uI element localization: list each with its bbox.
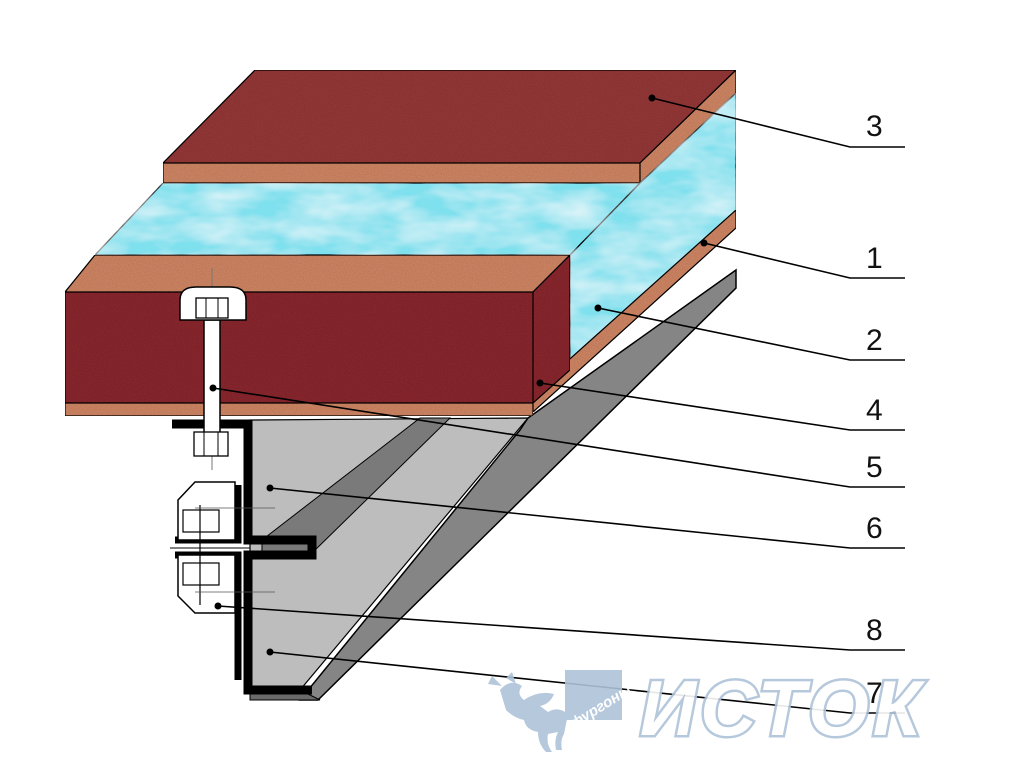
callout-4: 4 xyxy=(866,394,883,427)
callout-5: 5 xyxy=(866,451,883,484)
bottom-nut xyxy=(193,431,229,457)
leader-lines xyxy=(209,94,905,714)
callout-2: 2 xyxy=(866,324,883,357)
bolt-assembly xyxy=(179,268,247,470)
steel-profile xyxy=(172,268,737,701)
callout-6: 6 xyxy=(866,512,883,545)
top-sheet xyxy=(161,69,738,164)
top-plywood-front xyxy=(162,162,641,184)
clamp-assembly xyxy=(170,481,275,614)
deer-icon xyxy=(488,672,568,752)
logo-brand-text: ИСТОК xyxy=(640,664,926,752)
insulation-top xyxy=(93,182,642,256)
lower-block-side xyxy=(532,253,571,405)
bolt-shank xyxy=(203,319,221,436)
callout-3: 3 xyxy=(866,110,883,143)
profile-section-outline xyxy=(172,419,317,695)
bottom-plywood-front xyxy=(64,402,534,417)
callout-8: 8 xyxy=(866,614,883,647)
istok-logo: фургоны ИСТОК xyxy=(488,662,926,755)
lower-plywood-top xyxy=(63,254,572,293)
logo-box xyxy=(565,670,622,720)
callout-1: 1 xyxy=(866,242,883,275)
callout-7: 7 xyxy=(866,677,883,710)
lower-block-front xyxy=(64,291,534,404)
bolt-head-nut xyxy=(195,297,229,319)
